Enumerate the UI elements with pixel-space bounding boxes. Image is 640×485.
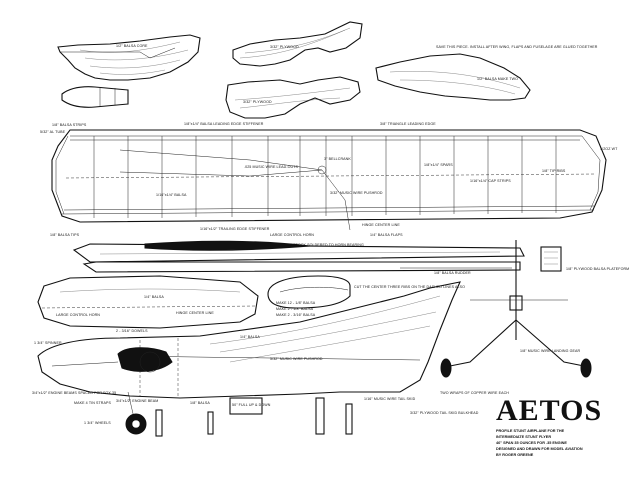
label-hinge-cl-bottom: HINGE CENTER LINE bbox=[176, 311, 214, 315]
label-balsa-make-two: 1/2" BALSA MAKE TWO bbox=[477, 77, 518, 81]
small-parts bbox=[155, 397, 353, 437]
label-make-balsa-b: MAKE 2 - 1/8" BALSA bbox=[276, 307, 314, 311]
subtitle-line-2: INTERMEDIATE STUNT FLYER bbox=[496, 435, 551, 439]
label-bellcrank: 3" BELLCRANK bbox=[324, 157, 351, 161]
plywood-part-2 bbox=[225, 76, 361, 119]
subtitle-line-4: DESIGNED AND DRAWN FOR MODEL AVIATION bbox=[496, 447, 583, 451]
label-spars: 1/8"x1/4" SPARS bbox=[424, 163, 453, 167]
label-dowels: 2 - 3/16" DOWELS bbox=[116, 329, 148, 333]
left-wheel-icon bbox=[440, 358, 452, 378]
label-pushrod: 3/32" MUSIC WIRE PUSHROD bbox=[330, 191, 383, 195]
label-balsa-core: 1/2" BALSA CORE bbox=[116, 44, 148, 48]
label-le-stiffener: 1/8"x1/4" BALSA LEADING EDGE STIFFENER bbox=[184, 122, 264, 126]
label-make-balsa-c: MAKE 2 - 3/16" BALSA bbox=[276, 313, 316, 317]
plywood-platform-part bbox=[540, 246, 562, 272]
note-save-text: SAVE THIS PIECE. INSTALL AFTER WING, FLA… bbox=[436, 45, 598, 49]
label-balsa-116: 1/16"x1/4" BALSA bbox=[156, 193, 187, 197]
label-balsa-tips: 1/8" BALSA TIPS bbox=[50, 233, 80, 237]
label-cap-strips: 1/16"x1/4" CAP STRIPS bbox=[470, 179, 511, 183]
label-tin-straps: MAKE 4 TIN STRAPS bbox=[74, 401, 111, 405]
balsa-make-two-part bbox=[375, 53, 531, 101]
label-cut-center: CUT THE CENTER THREE RIBS ON THE DASHED … bbox=[354, 285, 465, 289]
label-full-down: 50" FULL UP & DOWN bbox=[232, 403, 271, 407]
label-balsa-flaps: 1/4" BALSA FLAPS bbox=[370, 233, 403, 237]
label-balsa-316: 1/8" BALSA bbox=[190, 401, 210, 405]
subtitle-line-1: PROFILE STUNT AIRPLANE FOR THE bbox=[496, 429, 565, 433]
label-balsa-rudder: 1/8" BALSA RUDDER bbox=[434, 271, 471, 275]
plan-subtitle: PROFILE STUNT AIRPLANE FOR THE INTERMEDI… bbox=[496, 429, 583, 457]
label-plywood-bulkhead: 3/32" PLYWOOD TAIL SKID BULKHEAD bbox=[410, 411, 479, 415]
label-music-wire-leadouts: .025 MUSIC WIRE LEAD-OUTS bbox=[244, 165, 299, 169]
fuselage-profile bbox=[37, 281, 461, 399]
label-copper-wire: TWO WRAPS OF COPPER WIRE EACH bbox=[440, 391, 509, 395]
engine-beams-text: 3/4"x1/2" ENGINE BEAMS SPACED FOR FOX 35 bbox=[32, 391, 116, 395]
label-large-horn-bottom: LARGE CONTROL HORN bbox=[56, 313, 100, 317]
front-view-gear bbox=[440, 240, 592, 378]
spinner-nose-part bbox=[61, 86, 129, 108]
bellcrank-icon bbox=[317, 165, 327, 175]
label-te-stiffener: 1/16"x1/2" TRAILING EDGE STIFFENER bbox=[200, 227, 270, 231]
label-engine-beam2: 3/4"x1/2" ENGINE BEAM bbox=[116, 399, 158, 403]
balsa-core-part bbox=[57, 34, 201, 81]
label-tin-stock: TIN STOCK SOLDERED TO HORN BEARING bbox=[286, 243, 364, 247]
stabilizer-planform bbox=[37, 275, 259, 329]
rib-template bbox=[267, 275, 351, 309]
label-hinge-cl-top: HINGE CENTER LINE bbox=[362, 223, 400, 227]
plan-title: AETOS bbox=[496, 394, 602, 427]
label-plywood-2: 3/32" PLYWOOD bbox=[243, 100, 272, 104]
label-lead-wt: 1/2OZ WT bbox=[600, 147, 618, 151]
label-al-tube: 5/32" AL TUBE bbox=[40, 130, 66, 134]
label-landing-gear: 1/8" MUSIC WIRE LANDING GEAR bbox=[520, 349, 580, 353]
label-wheels: 1 3/4" WHEELS bbox=[84, 421, 111, 425]
label-plywood-1: 3/32" PLYWOOD bbox=[270, 45, 299, 49]
label-triangle-le: 3/8" TRIANGLE LEADING EDGE bbox=[380, 122, 436, 126]
label-plywood-platform: 1/8" PLYWOOD BALSA PLATEFORM bbox=[566, 267, 629, 271]
flap-strips bbox=[72, 240, 525, 273]
label-tail-skid: 1/16" MUSIC WIRE TAIL SKID bbox=[364, 397, 416, 401]
label-make-balsa: MAKE 12 - 1/8" BALSA bbox=[276, 301, 316, 305]
note-save-piece: SAVE THIS PIECE. INSTALL AFTER WING, FLA… bbox=[436, 45, 598, 49]
right-wheel-icon bbox=[580, 358, 592, 378]
label-balsa-strips: 1/8" BALSA STRIPS bbox=[52, 123, 87, 127]
subtitle-line-5: BY ROGER GREENE bbox=[496, 453, 534, 457]
label-engine-beams: 3/4"x1/2" ENGINE BEAMS SPACED FOR FOX 35 bbox=[32, 391, 116, 395]
wing-planform bbox=[51, 129, 607, 231]
plywood-part-1 bbox=[232, 21, 363, 67]
label-tip-ribs: 1/8" TIP RIBS bbox=[542, 169, 566, 173]
label-balsa-14b: 1/4" BALSA bbox=[240, 335, 260, 339]
label-large-horn-top: LARGE CONTROL HORN bbox=[270, 233, 314, 237]
label-balsa-14a: 1/4" BALSA bbox=[144, 295, 164, 299]
subtitle-line-3: 46" SPAN 35 OUNCES FOR .35 ENGINE bbox=[496, 441, 567, 445]
label-spinner: 1 3/4" SPINNER bbox=[34, 341, 62, 345]
fuselage-landing-gear bbox=[125, 391, 147, 435]
label-pushrod-b: 5/32" MUSIC WIRE PUSHROD bbox=[270, 357, 323, 361]
wing-ribs bbox=[93, 136, 557, 218]
